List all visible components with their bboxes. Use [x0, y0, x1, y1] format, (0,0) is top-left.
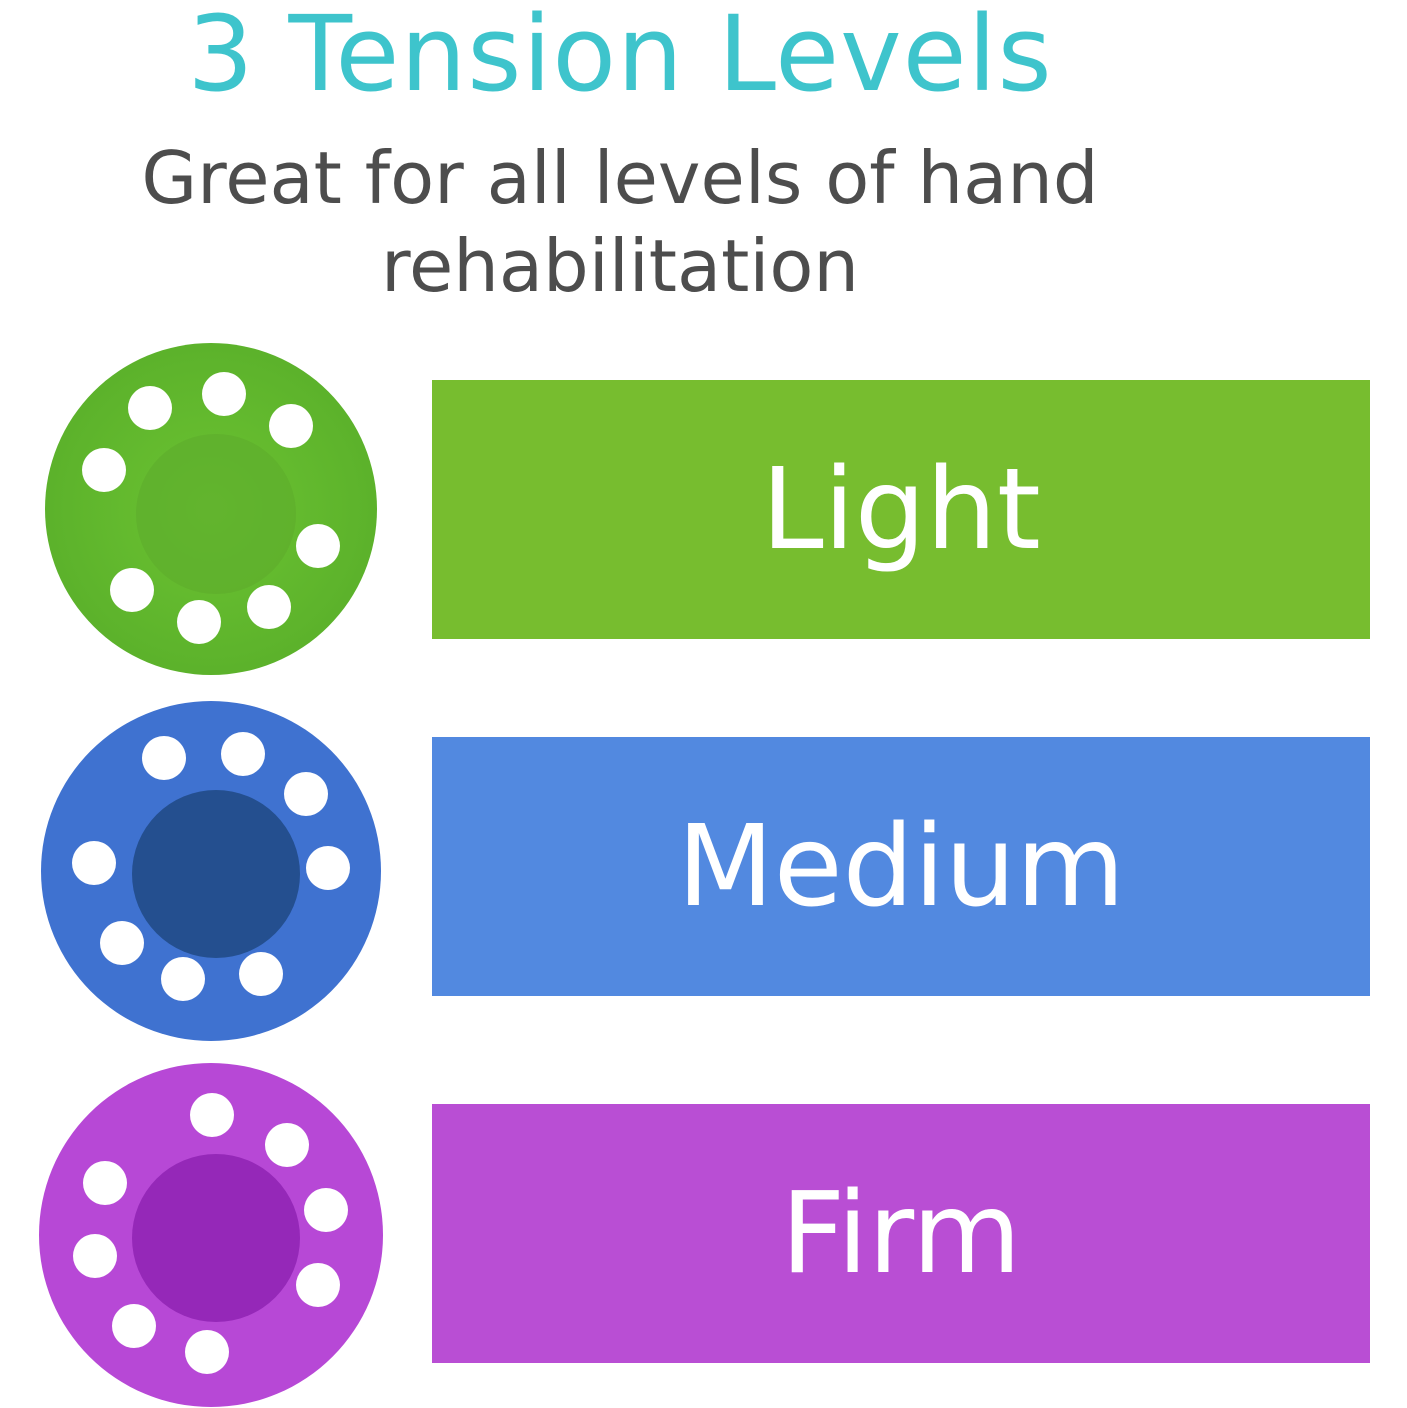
- blue-grip-ball-graphic: [41, 701, 381, 1041]
- green-grip-ball-graphic: [45, 343, 377, 675]
- subtitle-line-1: Great for all levels of hand: [141, 136, 1099, 220]
- page-subtitle: Great for all levels of hand rehabilitat…: [0, 134, 1240, 310]
- subtitle-line-2: rehabilitation: [380, 224, 860, 308]
- purple-grip-ball-icon: [38, 1062, 384, 1408]
- level-bar-light: Light: [432, 380, 1370, 639]
- level-label-light: Light: [761, 444, 1041, 575]
- level-label-firm: Firm: [780, 1168, 1022, 1299]
- page-title: 3 Tension Levels: [187, 0, 1053, 115]
- blue-grip-ball-icon: [40, 700, 382, 1042]
- level-bar-medium: Medium: [432, 737, 1370, 996]
- purple-grip-ball-graphic: [39, 1063, 383, 1407]
- green-grip-ball-icon: [44, 342, 378, 676]
- level-label-medium: Medium: [677, 801, 1125, 932]
- level-bar-firm: Firm: [432, 1104, 1370, 1363]
